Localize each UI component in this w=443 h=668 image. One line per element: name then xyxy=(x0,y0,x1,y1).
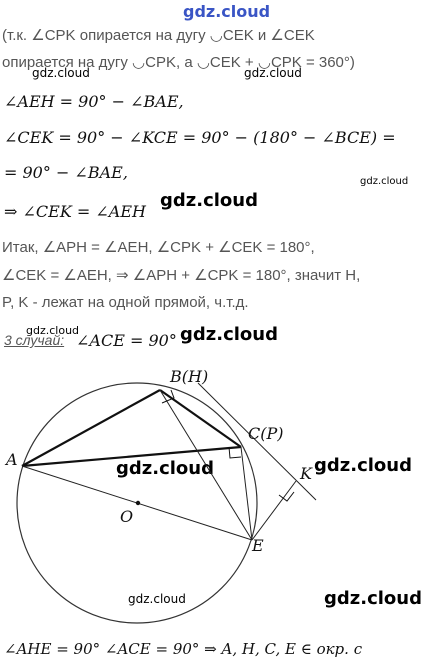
label-O: O xyxy=(120,507,134,526)
segment-AB xyxy=(21,389,161,467)
watermark-9: gdz.cloud xyxy=(128,592,186,606)
label-E: E xyxy=(252,536,264,555)
label-C: C(P) xyxy=(248,424,284,443)
text-line-7: Итак, ∠APH = ∠AEH, ∠CPK + ∠CEK = 180°, xyxy=(2,239,315,256)
label-B: B(H) xyxy=(170,367,209,386)
watermark-2: gdz.cloud xyxy=(244,66,302,80)
label-A: A xyxy=(6,450,18,469)
right-angle-K xyxy=(278,491,295,502)
watermark-7: gdz.cloud xyxy=(116,458,214,479)
segment-CE xyxy=(240,446,253,541)
equation-line-5: = 90° − ∠BAE, xyxy=(4,163,128,182)
segment-BE xyxy=(159,389,253,541)
watermark-top: gdz.cloud xyxy=(183,2,271,21)
right-angle-B xyxy=(161,389,175,404)
line-PK xyxy=(197,382,317,501)
equation-line-3: ∠AEH = 90° − ∠BAE, xyxy=(4,92,184,111)
case-label: 3 случай: xyxy=(4,332,65,348)
equation-line-6: ⇒ ∠CEK = ∠AEH xyxy=(4,202,146,221)
watermark-1: gdz.cloud xyxy=(32,66,90,80)
watermark-3: gdz.cloud xyxy=(360,176,409,187)
text-line-9: P, K - лежат на одной прямой, ч.т.д. xyxy=(2,294,249,311)
watermark-6: gdz.cloud xyxy=(180,324,278,345)
text-line-2: опирается на дугу ◡CPK, а ◡CEK + ◡CPK = … xyxy=(2,54,355,71)
label-K: K xyxy=(300,464,312,483)
text-line-8: ∠CEK = ∠AEH, ⇒ ∠APH + ∠CPK = 180°, значи… xyxy=(2,267,361,284)
bottom-equation: ∠AHE = 90° ∠ACE = 90° ⇒ A, H, C, E ∈ окр… xyxy=(4,640,363,658)
segment-BC xyxy=(159,389,242,448)
text-line-1: (т.к. ∠CPK опирается на дугу ◡CEK и ∠CEK xyxy=(2,27,315,44)
center-point-O xyxy=(135,500,141,506)
watermark-5: gdz.cloud xyxy=(26,324,80,337)
segment-EK xyxy=(251,480,297,541)
case-equation: ∠ACE = 90° xyxy=(76,331,177,350)
watermark-4: gdz.cloud xyxy=(160,190,258,211)
circumcircle xyxy=(16,382,258,624)
right-angle-C xyxy=(228,446,242,459)
watermark-10: gdz.cloud xyxy=(324,588,422,609)
equation-line-4: ∠CEK = 90° − ∠KCE = 90° − (180° − ∠BCE) … xyxy=(4,128,396,147)
watermark-8: gdz.cloud xyxy=(314,455,412,476)
segment-AC xyxy=(21,445,242,468)
